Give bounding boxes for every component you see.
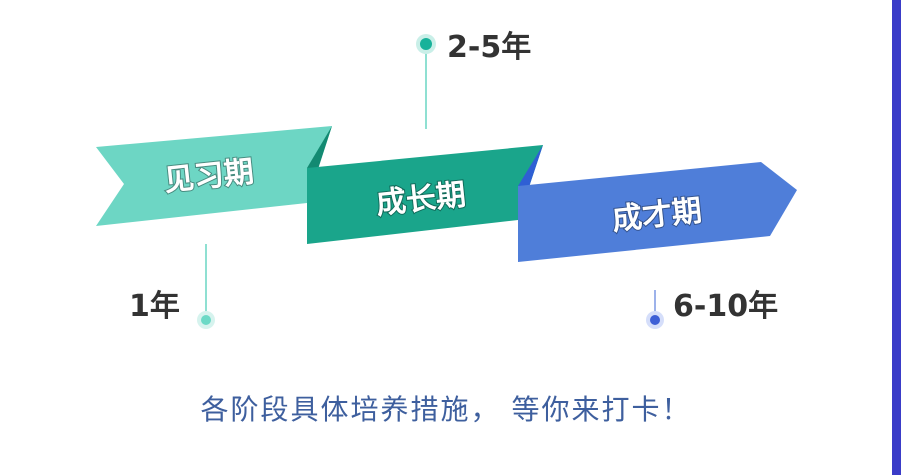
marker-dot-stage-1 — [197, 311, 215, 329]
ribbon-segment-stage-1 — [96, 126, 332, 226]
ribbon-segment-stage-2 — [307, 145, 543, 244]
right-edge-bar — [892, 0, 901, 475]
stage-years-3: 6-10年 — [673, 289, 778, 324]
ribbon-segment-stage-3 — [518, 162, 797, 262]
caption-text: 各阶段具体培养措施， 等你来打卡！ — [200, 393, 692, 426]
marker-dot-stage-2 — [416, 34, 436, 54]
stage-years-2: 2-5年 — [447, 30, 531, 65]
marker-dot-stage-3 — [646, 311, 664, 329]
stage-years-1: 1年 — [129, 289, 180, 324]
